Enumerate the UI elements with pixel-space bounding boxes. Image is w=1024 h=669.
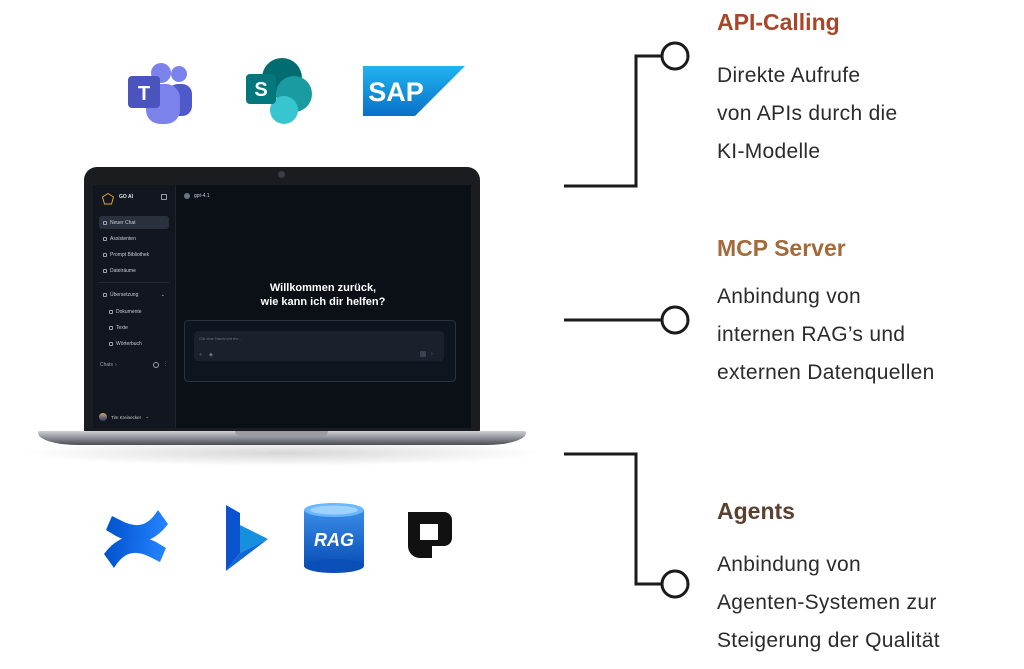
connector-node-agents <box>660 569 690 599</box>
section-title-api-calling: API-Calling <box>717 9 840 35</box>
sap-text: SAP <box>368 77 424 107</box>
sidebar-item-label: Texte <box>116 324 128 331</box>
section-text-api-calling: Direkte Aufrufe von APIs durch die KI-Mo… <box>717 57 898 171</box>
sidebar-item-new-chat[interactable]: Neuer Chat <box>99 216 169 229</box>
collapse-sidebar-icon[interactable] <box>161 194 167 200</box>
microphone-icon[interactable] <box>420 351 426 357</box>
sidebar-item-label: Neuer Chat <box>110 219 136 226</box>
section-title-mcp-server: MCP Server <box>717 235 846 261</box>
sidebar-item-texts[interactable]: Texte <box>105 321 169 334</box>
text-line: Direkte Aufrufe <box>717 64 861 87</box>
welcome-line-2: wie kann ich dir helfen? <box>260 296 386 308</box>
sidebar-item-translation[interactable]: Übersetzung ⌄ <box>99 288 169 301</box>
svg-text:S: S <box>254 79 267 101</box>
model-name: gpt-4.1 <box>194 193 210 199</box>
chats-expand-icon[interactable]: › <box>115 362 117 368</box>
text-line: externen Datenquellen <box>717 361 935 384</box>
sidebar-item-label: Dokumente <box>116 308 142 315</box>
teams-logo: T <box>126 62 196 126</box>
tools-icon[interactable]: ◆ <box>209 352 213 358</box>
section-text-agents: Anbindung von Agenten-Systemen zur Steig… <box>717 546 940 660</box>
document-icon <box>109 309 113 314</box>
camera-icon <box>278 171 285 178</box>
chat-icon <box>103 220 107 225</box>
chats-label: Chats <box>100 362 114 368</box>
user-menu[interactable]: Tim Kreinecker ⌄ <box>99 411 169 423</box>
sidebar-item-documents[interactable]: Dokumente <box>105 305 169 318</box>
sidebar-item-assistants[interactable]: Assistenten <box>99 232 169 245</box>
user-name: Tim Kreinecker <box>111 414 142 420</box>
model-icon <box>184 193 190 199</box>
section-title-agents: Agents <box>717 498 795 524</box>
brand-logo-icon <box>101 192 115 205</box>
section-text-mcp-server: Anbindung von internen RAG’s und externe… <box>717 278 935 392</box>
sidebar-item-dictionary[interactable]: Wörterbuch <box>105 337 169 350</box>
add-icon[interactable]: + <box>199 352 202 358</box>
sidebar-item-label: Übersetzung <box>110 291 139 298</box>
sidebar-item-file-rooms[interactable]: Dateiräume <box>99 264 169 277</box>
assistant-icon <box>103 236 107 241</box>
welcome-heading: Willkommen zurück, wie kann ich dir helf… <box>175 281 471 309</box>
sidebar-item-label: Wörterbuch <box>116 340 142 347</box>
text-line: Anbindung von <box>717 285 862 308</box>
connector-node-mcp-server <box>660 305 690 335</box>
model-selector[interactable]: gpt-4.1 <box>184 193 210 199</box>
send-icon[interactable]: › <box>431 351 433 357</box>
avatar <box>99 413 107 421</box>
text-line: internen RAG’s und <box>717 323 906 346</box>
message-input[interactable]: Gib eine Nachricht ein... + ◆ › <box>194 331 444 361</box>
chat-composer: Gib eine Nachricht ein... + ◆ › <box>184 320 456 382</box>
input-placeholder: Gib eine Nachricht ein... <box>199 336 242 341</box>
rag-database-logo: RAG <box>302 502 366 574</box>
chevron-down-icon: ⌄ <box>160 291 165 298</box>
text-line: Steigerung der Qualität <box>717 629 940 652</box>
dictionary-icon <box>109 341 113 346</box>
connector-node-api-calling <box>660 41 690 71</box>
chevron-down-icon: ⌄ <box>145 414 150 420</box>
sidebar-divider <box>99 282 169 283</box>
connector-api-calling <box>564 54 663 188</box>
welcome-line-1: Willkommen zurück, <box>269 282 377 294</box>
text-line: KI-Modelle <box>717 140 821 163</box>
connector-agents <box>564 452 663 586</box>
sharepoint-logo: S <box>244 56 318 128</box>
sidebar-item-label: Prompt Bibliothek <box>110 251 150 258</box>
laptop-base <box>38 431 526 445</box>
text-line: Agenten-Systemen zur <box>717 591 937 614</box>
search-icon[interactable] <box>153 362 159 368</box>
laptop-notch <box>235 431 328 436</box>
text-line: Anbindung von <box>717 553 862 576</box>
svg-text:T: T <box>138 83 150 105</box>
translate-icon <box>103 292 107 297</box>
sap-logo: SAP <box>363 66 465 116</box>
app-screen: GO AI Neuer Chat Assistenten Prompt Bibl… <box>93 185 471 428</box>
confluence-logo <box>102 506 170 572</box>
sidebar: GO AI Neuer Chat Assistenten Prompt Bibl… <box>93 185 176 428</box>
folder-icon <box>103 268 107 273</box>
sidebar-item-prompt-library[interactable]: Prompt Bibliothek <box>99 248 169 261</box>
dynamics-logo <box>224 503 270 573</box>
sidebar-item-label: Assistenten <box>110 235 136 242</box>
sidebar-item-label: Dateiräume <box>110 267 136 274</box>
brand-name: GO AI <box>119 194 133 200</box>
more-icon[interactable]: ⋮ <box>163 361 168 367</box>
notion-like-logo <box>404 508 456 562</box>
rag-text: RAG <box>314 530 354 550</box>
text-icon <box>109 325 113 330</box>
text-line: von APIs durch die <box>717 102 898 125</box>
book-icon <box>103 252 107 257</box>
